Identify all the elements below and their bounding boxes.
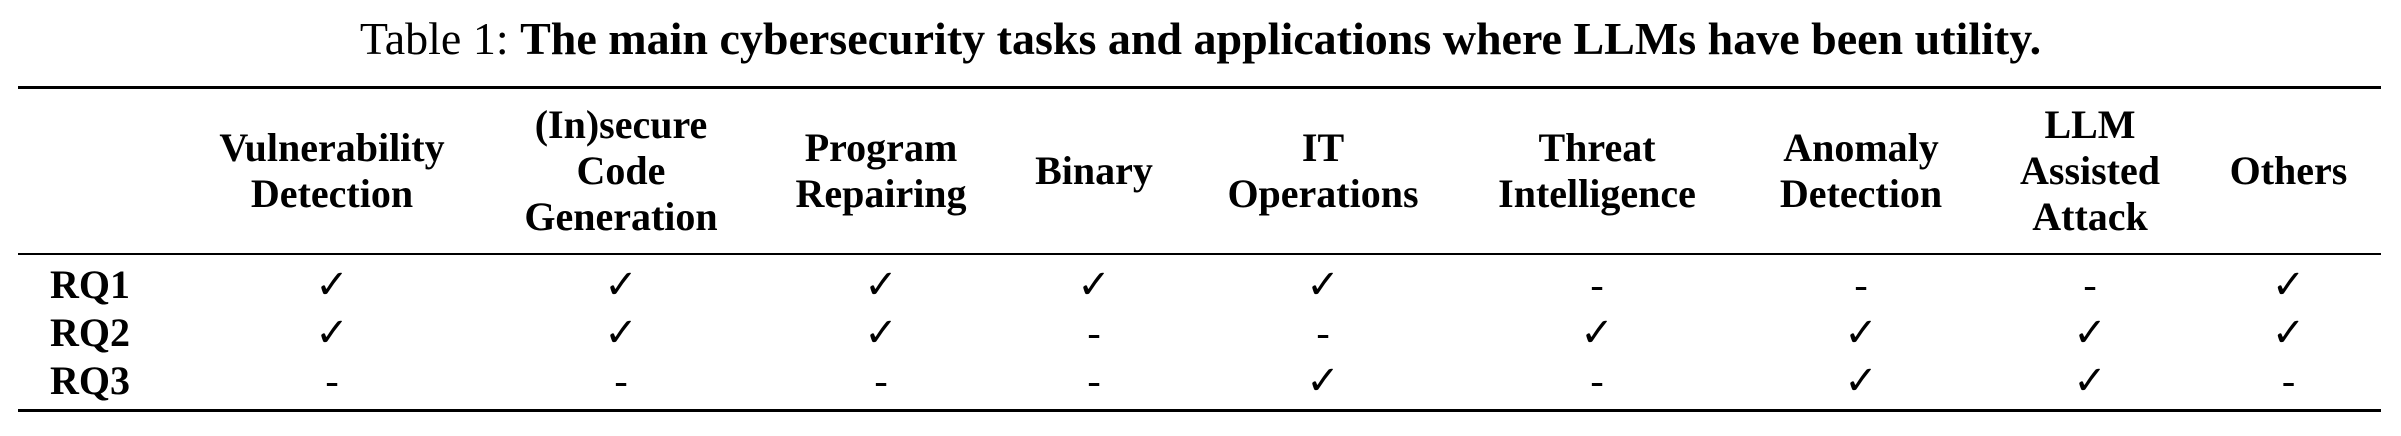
table-cell: - <box>1854 262 1868 307</box>
table-cell: ✓ <box>2073 358 2107 403</box>
table-cell: ✓ <box>1580 310 1614 355</box>
table-cell: - <box>1087 310 1101 355</box>
column-header-line: Vulnerability <box>219 125 445 170</box>
column-header-line: (In)secure <box>534 102 708 147</box>
column-header-line: Anomaly <box>1783 125 1939 170</box>
column-header-line: Detection <box>250 171 414 216</box>
bottom-rule <box>18 409 2381 412</box>
column-header-line: Others <box>2229 148 2348 193</box>
table-caption: Table 1: The main cybersecurity tasks an… <box>0 8 2401 70</box>
table-cell: - <box>1590 262 1604 307</box>
table-cell: - <box>2281 358 2296 403</box>
column-header-line: IT <box>1301 125 1345 170</box>
top-rule <box>18 86 2381 89</box>
row-label: RQ2 <box>50 310 130 355</box>
column-header-line: Intelligence <box>1498 171 1696 216</box>
table-row: RQ1 ✓ ✓ ✓ ✓ ✓ - - - ✓ <box>18 254 2381 309</box>
table-cell: ✓ <box>1306 262 1340 307</box>
table-cell: ✓ <box>315 310 349 355</box>
column-header-line: Attack <box>2032 194 2148 239</box>
column-header-line: Repairing <box>795 171 967 216</box>
column-header: Others <box>2196 89 2381 254</box>
table-row: RQ2 ✓ ✓ ✓ - - ✓ ✓ ✓ ✓ <box>18 309 2381 357</box>
column-header-line: Operations <box>1227 171 1419 216</box>
table-cell: ✓ <box>1844 310 1878 355</box>
table-cell: ✓ <box>864 262 898 307</box>
column-header-line: Code <box>576 148 666 193</box>
row-label: RQ1 <box>50 262 130 307</box>
table-cell: ✓ <box>2073 310 2107 355</box>
table-row: RQ3 - - - - ✓ - ✓ ✓ - <box>18 357 2381 409</box>
table-cell: - <box>1316 310 1330 355</box>
column-header-line: Threat <box>1538 125 1656 170</box>
table-cell: ✓ <box>1306 358 1340 403</box>
table-cell: ✓ <box>2271 262 2306 307</box>
column-header-line: Generation <box>524 194 718 239</box>
row-label: RQ3 <box>50 358 130 403</box>
caption-prefix: Table 1: <box>359 13 521 64</box>
table-cell: ✓ <box>604 262 638 307</box>
column-header-line: Binary <box>1035 148 1153 193</box>
column-header-line: Detection <box>1779 171 1943 216</box>
table-cell: ✓ <box>604 310 638 355</box>
table-cell: - <box>325 358 339 403</box>
caption-title: The main cybersecurity tasks and applica… <box>520 13 2042 64</box>
table-cell: - <box>614 358 628 403</box>
table-cell: - <box>1087 358 1101 403</box>
header-corner <box>18 89 186 254</box>
table-cell: - <box>2083 262 2097 307</box>
column-header-line: LLM <box>2044 102 2136 147</box>
table-cell: ✓ <box>864 310 898 355</box>
table-cell: - <box>874 358 888 403</box>
table-cell: ✓ <box>315 262 349 307</box>
table-body: RQ1✓✓✓✓✓---✓RQ2✓✓✓--✓✓✓✓RQ3----✓-✓✓- <box>18 254 2381 409</box>
table-cell: ✓ <box>1077 262 1111 307</box>
column-header-line: Assisted <box>2019 148 2161 193</box>
table-cell: ✓ <box>2271 310 2306 355</box>
column-header: Binary <box>998 89 1190 254</box>
table-cell: - <box>1590 358 1604 403</box>
column-header-line: Program <box>804 125 958 170</box>
table-cell: ✓ <box>1844 358 1878 403</box>
